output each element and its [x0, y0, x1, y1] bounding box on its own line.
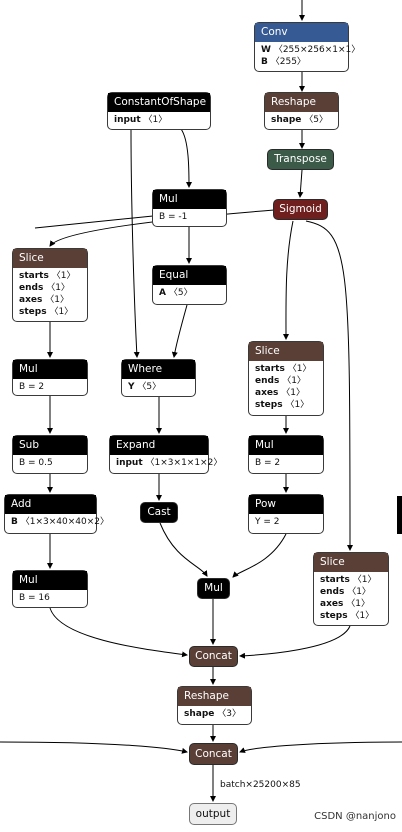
- offscreen-node-edge: [397, 496, 402, 534]
- mul-left-bottom-text: B = 16: [19, 593, 50, 603]
- edge-mul-where: [34, 215, 154, 229]
- reshape-top-title: Reshape: [265, 93, 338, 112]
- edge-sigmoid-slice-left: [49, 209, 275, 247]
- equal-attr: A 〈5〉: [159, 288, 193, 298]
- edge-cos-where: [130, 128, 140, 358]
- reshape-top-attr: shape 〈5〉: [271, 115, 328, 125]
- pow-title: Pow: [249, 495, 323, 514]
- reshape-bottom-title: Reshape: [178, 687, 251, 706]
- mul-left-bottom-title: Mul: [13, 571, 87, 590]
- slice-left-title: Slice: [13, 249, 87, 268]
- add-node[interactable]: Add B 〈1×3×40×40×2〉: [4, 494, 109, 534]
- slice-left-starts: starts 〈1〉: [19, 271, 76, 281]
- mul-node-left[interactable]: Mul B = 2: [12, 359, 88, 396]
- expand-title: Expand: [110, 436, 208, 455]
- where-node[interactable]: Where Y 〈5〉: [121, 359, 196, 397]
- mul-node-left-bottom[interactable]: Mul B = 16: [12, 570, 88, 608]
- output-node[interactable]: output: [189, 803, 237, 825]
- slice-left-ends: ends 〈1〉: [19, 283, 70, 293]
- equal-node[interactable]: Equal A 〈5〉: [152, 265, 227, 305]
- output-shape-label: batch×25200×85: [220, 780, 301, 790]
- pow-node[interactable]: Pow Y = 2: [248, 494, 324, 534]
- slice-node-mid[interactable]: Slice starts 〈1〉 ends 〈1〉 axes 〈1〉 steps…: [248, 341, 324, 416]
- cast-node[interactable]: Cast: [140, 502, 178, 523]
- watermark: CSDN @nanjono: [314, 811, 396, 822]
- edge-right-concat2: [239, 741, 402, 753]
- equal-title: Equal: [153, 266, 226, 285]
- edge-equal-where: [171, 304, 188, 358]
- conv-node[interactable]: Conv W 〈255×256×1×1〉 B 〈255〉: [254, 22, 361, 72]
- constantofshape-attr: input 〈1〉: [114, 115, 168, 125]
- edge-cos-mul: [180, 128, 192, 188]
- constantofshape-node[interactable]: ConstantOfShape input 〈1〉: [107, 92, 211, 130]
- reshape-bottom-attr: shape 〈3〉: [184, 709, 241, 719]
- constantofshape-title: ConstantOfShape: [108, 93, 210, 112]
- slice-right-steps: steps 〈1〉: [320, 611, 375, 621]
- slice-node-right[interactable]: Slice starts 〈1〉 ends 〈1〉 axes 〈1〉 steps…: [313, 552, 389, 626]
- slice-left-steps: steps 〈1〉: [19, 307, 74, 317]
- add-title: Add: [5, 495, 96, 514]
- slice-right-starts: starts 〈1〉: [320, 575, 377, 585]
- concat-node-top[interactable]: Concat: [189, 646, 238, 667]
- edge-sigmoid-slice-right: [305, 220, 353, 551]
- slice-right-ends: ends 〈1〉: [320, 587, 371, 597]
- slice-left-axes: axes 〈1〉: [19, 295, 69, 305]
- conv-title: Conv: [255, 23, 348, 42]
- edge-mul-concat: [49, 607, 188, 658]
- edge-cast-mul-center: [159, 522, 208, 577]
- sub-title: Sub: [13, 436, 87, 455]
- expand-attr: input 〈1×3×1×1×2〉: [116, 458, 223, 468]
- slice-right-axes: axes 〈1〉: [320, 599, 370, 609]
- sub-node[interactable]: Sub B = 0.5: [12, 435, 88, 474]
- slice-mid-ends: ends 〈1〉: [255, 376, 306, 386]
- mul-node-mid[interactable]: Mul B = 2: [248, 435, 324, 474]
- mul-left-text: B = 2: [19, 382, 45, 392]
- mul-mid-text: B = 2: [255, 458, 281, 468]
- mul-node-center[interactable]: Mul: [197, 578, 230, 599]
- slice-mid-title: Slice: [249, 342, 323, 361]
- slice-right-title: Slice: [314, 553, 388, 572]
- reshape-node-top[interactable]: Reshape shape 〈5〉: [264, 92, 339, 130]
- conv-attr-w: W 〈255×256×1×1〉: [261, 45, 361, 55]
- slice-node-left[interactable]: Slice starts 〈1〉 ends 〈1〉 axes 〈1〉 steps…: [12, 248, 88, 322]
- edge-pow-mul-center: [232, 533, 287, 578]
- mul-mid-title: Mul: [249, 436, 323, 455]
- edge-slice-right-concat: [239, 625, 351, 659]
- edge-transpose-sigmoid: [297, 169, 304, 198]
- conv-attr-b: B 〈255〉: [261, 57, 306, 67]
- edge-sigmoid-slice-mid: [282, 220, 294, 340]
- mul-node-top[interactable]: Mul B = -1: [152, 189, 227, 227]
- where-title: Where: [122, 360, 195, 379]
- mul-top-title: Mul: [153, 190, 226, 209]
- expand-node[interactable]: Expand input 〈1×3×1×1×2〉: [109, 435, 223, 474]
- sub-text: B = 0.5: [19, 458, 53, 468]
- concat-node-bottom[interactable]: Concat: [189, 743, 238, 765]
- mul-left-title: Mul: [13, 360, 87, 379]
- mul-top-text: B = -1: [159, 212, 188, 222]
- pow-text: Y = 2: [255, 517, 280, 527]
- reshape-node-bottom[interactable]: Reshape shape 〈3〉: [177, 686, 252, 725]
- add-attr: B 〈1×3×40×40×2〉: [11, 517, 109, 527]
- slice-mid-axes: axes 〈1〉: [255, 388, 305, 398]
- slice-mid-steps: steps 〈1〉: [255, 400, 310, 410]
- edge-left-concat2: [0, 741, 188, 754]
- transpose-node[interactable]: Transpose: [267, 149, 334, 170]
- sigmoid-node[interactable]: Sigmoid: [273, 199, 328, 220]
- where-attr: Y 〈5〉: [128, 382, 162, 392]
- slice-mid-starts: starts 〈1〉: [255, 364, 312, 374]
